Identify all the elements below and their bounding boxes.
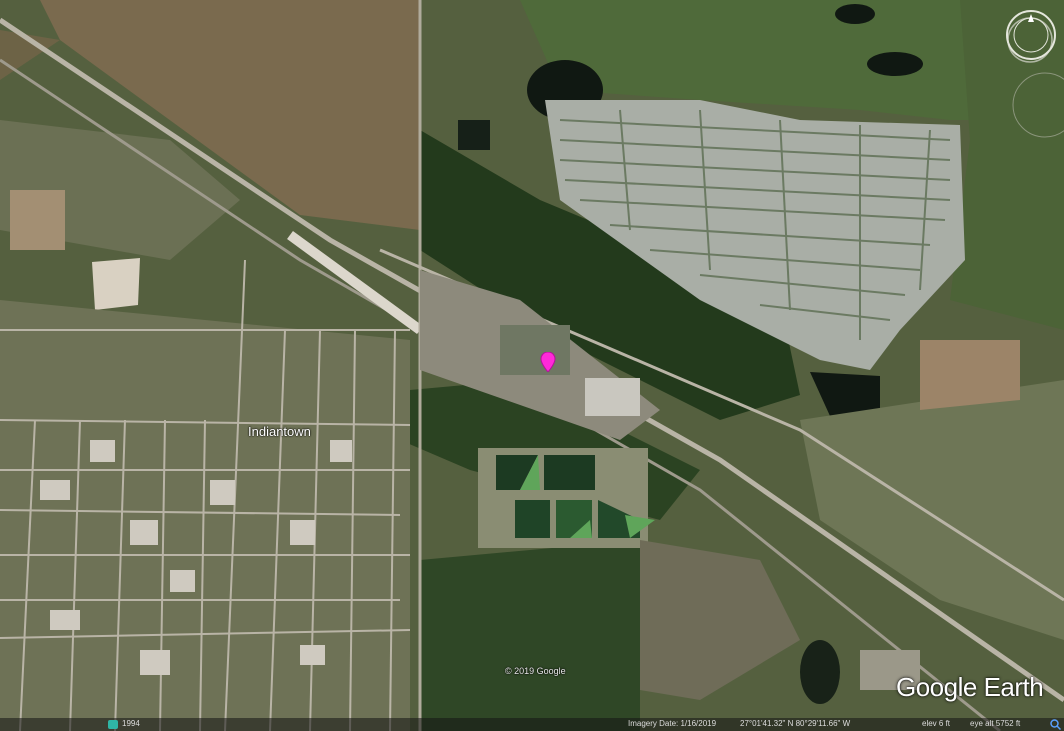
search-icon[interactable] [1050,719,1061,730]
status-bar: 1994 Imagery Date: 1/16/2019 27°01'41.32… [0,718,1064,731]
google-earth-logo: Google Earth [896,672,1044,702]
elevation-readout: elev 6 ft [922,719,951,728]
place-label-indiantown[interactable]: Indiantown [248,424,311,439]
eye-altitude-readout: eye alt 5752 ft [970,719,1021,728]
coordinates-readout: 27°01'41.32" N 80°29'11.66" W [740,719,851,728]
street-view-icon[interactable] [108,720,118,729]
placemark-pin-icon[interactable] [540,352,556,372]
imagery-date: Imagery Date: 1/16/2019 [628,719,717,728]
map-copyright: © 2019 Google [505,666,566,676]
compass-icon[interactable] [1004,8,1058,62]
street-view-label: 1994 [122,719,140,728]
